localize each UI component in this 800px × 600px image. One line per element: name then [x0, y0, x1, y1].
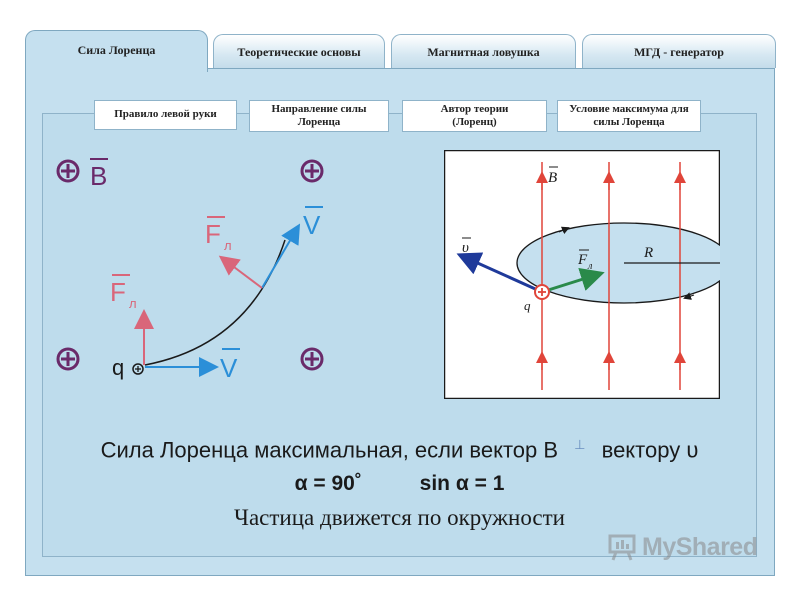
force-subscript: л [224, 238, 232, 253]
field-marker [56, 347, 80, 371]
caption-line-3-text: Частица движется по окружности [234, 505, 565, 530]
field-marker [300, 159, 324, 183]
presentation-icon [608, 534, 636, 561]
force-label: F [205, 219, 221, 249]
field-marker [56, 159, 80, 183]
caption-end: вектору υ [601, 437, 699, 463]
force-subscript: л [587, 261, 593, 272]
velocity-arrow [261, 223, 301, 289]
tab-label: МГД - генератор [634, 45, 724, 59]
circular-motion-diagram: B υ F л R q [444, 150, 720, 399]
subtab-force-direction[interactable]: Направление силы Лоренца [249, 100, 389, 132]
caption-line-2: α = 90˚ sin α = 1 [42, 472, 757, 496]
force-arrow [541, 267, 605, 294]
tab-label: Магнитная ловушка [427, 45, 540, 59]
b-label: B [548, 170, 557, 186]
caption-line-3: Частица движется по окружности [42, 505, 757, 531]
tab-mhd-generator[interactable]: МГД - генератор [582, 34, 776, 68]
force-label: F [110, 277, 126, 307]
velocity-label: υ [462, 240, 469, 256]
tab-theory[interactable]: Теоретические основы [213, 34, 385, 68]
subtab-label: Направление силы Лоренца [271, 102, 367, 128]
subtab-label: Правило левой руки [114, 108, 217, 121]
velocity-label: V [220, 353, 238, 383]
watermark-text: MyShared [642, 532, 758, 561]
caption-line-1: Сила Лоренца максимальная, если вектор В… [42, 437, 757, 463]
subtab-author[interactable]: Автор теории (Лоренц) [402, 100, 547, 132]
force-arrow [218, 255, 263, 289]
velocity-arrow [456, 252, 543, 294]
force-label: F [577, 252, 588, 268]
perp-symbol: ⊥ [574, 437, 586, 452]
tab-lorentz-force[interactable]: Сила Лоренца [25, 30, 208, 72]
field-marker [300, 347, 324, 371]
charge-label: q [524, 298, 531, 313]
subtab-label: Условие максимума для силы Лоренца [569, 102, 689, 128]
tab-label: Сила Лоренца [77, 43, 156, 57]
b-label: B [90, 161, 107, 191]
alpha-value: α = 90˚ [294, 472, 362, 495]
subtab-label: Автор теории (Лоренц) [440, 102, 509, 128]
tab-magnetic-trap[interactable]: Магнитная ловушка [391, 34, 576, 68]
sin-value: sin α = 1 [419, 472, 505, 495]
left-hand-diagram: B q F л F л V V [56, 158, 324, 383]
subtab-left-hand-rule[interactable]: Правило левой руки [94, 100, 237, 130]
subtab-max-condition[interactable]: Условие максимума для силы Лоренца [557, 100, 701, 132]
watermark: MyShared [608, 532, 758, 562]
tab-label: Теоретические основы [237, 45, 361, 59]
trajectory [144, 239, 286, 366]
radius-label: R [643, 245, 653, 261]
velocity-label: V [303, 210, 321, 240]
caption-start: Сила Лоренца максимальная, если вектор В [100, 437, 559, 463]
force-subscript: л [129, 296, 137, 311]
charge-label: q [112, 355, 124, 380]
